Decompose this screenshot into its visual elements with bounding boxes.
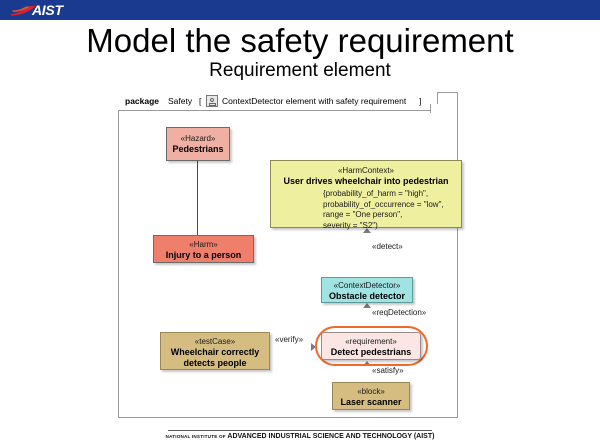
aist-swoosh-logo	[10, 6, 36, 16]
node-testcase[interactable]: «testCase» Wheelchair correctly detects …	[160, 332, 270, 370]
node-harmcontext-properties: {probability_of_harm = "high", probabili…	[323, 189, 461, 231]
node-harmcontext[interactable]: «HarmContext» User drives wheelchair int…	[270, 160, 462, 231]
node-harm-stereotype: «Harm»	[189, 240, 218, 249]
connector-reqdetection-arrow	[363, 303, 371, 308]
sysml-diagram: package Safety [ ContextDetector element…	[118, 92, 462, 420]
connector-label-detect: «detect»	[372, 242, 403, 251]
node-contextdetector-name: Obstacle detector	[328, 291, 406, 301]
property-line: probability_of_occurrence = "low",	[323, 199, 444, 209]
node-harmcontext-stereotype: «HarmContext»	[337, 166, 395, 175]
property-line: severity = "S2")	[323, 220, 378, 230]
node-testcase-name-line1: Wheelchair correctly	[170, 347, 260, 357]
node-block[interactable]: «block» Laser scanner	[332, 382, 410, 410]
node-contextdetector[interactable]: «ContextDetector» Obstacle detector	[321, 277, 413, 303]
node-requirement-stereotype: «requirement»	[345, 337, 397, 346]
node-testcase-stereotype: «testCase»	[194, 337, 236, 346]
node-harm-name: Injury to a person	[165, 250, 242, 260]
connector-detect-arrow	[363, 228, 371, 233]
node-hazard[interactable]: «Hazard» Pedestrians	[166, 127, 230, 161]
footer: NATIONAL INSTITUTE OF ADVANCED INDUSTRIA…	[0, 433, 600, 440]
footer-institute-name: ADVANCED INDUSTRIAL SCIENCE AND TECHNOLO…	[227, 433, 435, 440]
node-block-name: Laser scanner	[340, 397, 402, 407]
footer-divider	[168, 430, 432, 431]
node-hazard-name: Pedestrians	[172, 144, 224, 154]
brand-bar: AIST	[0, 0, 600, 20]
aist-logo: AIST	[10, 2, 90, 18]
node-harmcontext-name: User drives wheelchair into pedestrian	[283, 176, 449, 186]
property-line: range = "One person",	[323, 210, 403, 219]
node-testcase-name-line2: detects people	[183, 358, 247, 368]
connector-label-satisfy: «satisfy»	[372, 366, 404, 375]
page-subtitle: Requirement element	[209, 60, 391, 81]
frame-bracket-close: ]	[419, 96, 422, 106]
frame-diagram-title: ContextDetector element with safety requ…	[222, 96, 407, 106]
node-hazard-stereotype: «Hazard»	[180, 134, 216, 143]
node-requirement-name: Detect pedestrians	[330, 347, 412, 357]
connector-label-reqdetection: «reqDetection»	[372, 308, 427, 317]
node-harm[interactable]: «Harm» Injury to a person	[153, 235, 254, 263]
frame-tab-corner	[430, 104, 439, 113]
connector-label-verify: «verify»	[275, 335, 304, 344]
page-title: Model the safety requirement	[86, 22, 514, 59]
node-requirement[interactable]: «requirement» Detect pedestrians	[321, 332, 421, 360]
diagram-kind-icon	[206, 95, 218, 107]
node-contextdetector-stereotype: «ContextDetector»	[333, 281, 401, 290]
aist-logo-text: AIST	[32, 2, 63, 18]
connector-hazard-harm	[197, 161, 198, 236]
requirement-highlight-ring	[315, 326, 428, 366]
package-frame-header: package Safety [ ContextDetector element…	[118, 92, 438, 111]
property-line: {probability_of_harm = "high",	[323, 189, 429, 198]
connector-satisfy-arrow	[363, 361, 371, 366]
frame-package-name: Safety	[168, 96, 193, 106]
footer-prefix: NATIONAL INSTITUTE OF	[165, 434, 226, 439]
connector-verify-arrow	[311, 343, 316, 351]
frame-keyword: package	[125, 96, 160, 106]
node-block-stereotype: «block»	[357, 387, 385, 396]
frame-bracket-open: [	[199, 96, 202, 106]
